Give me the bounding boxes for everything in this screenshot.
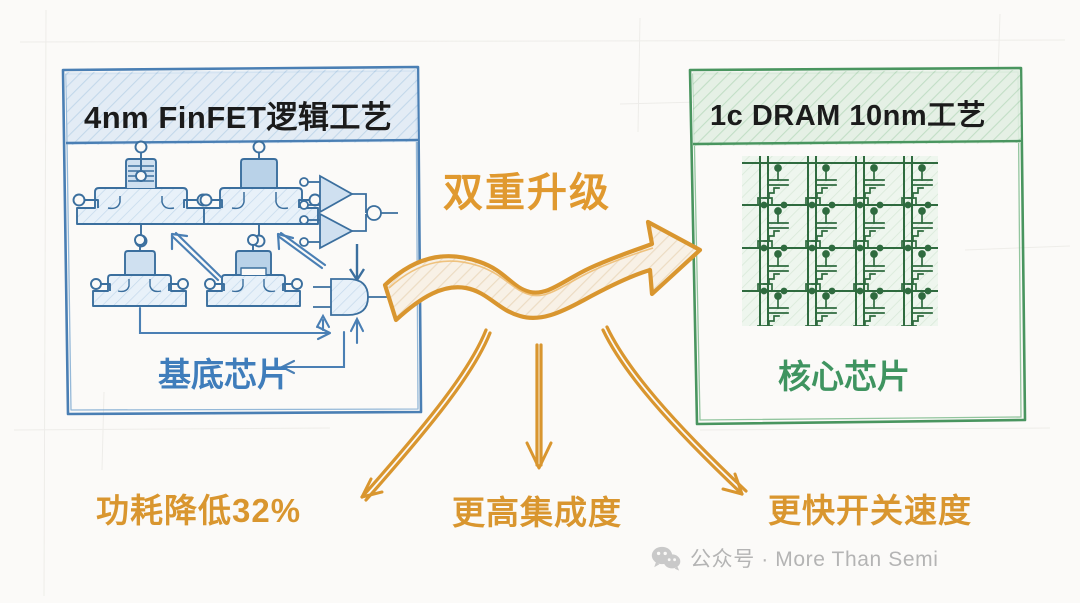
- wechat-icon: [651, 546, 681, 571]
- footer-watermark: 公众号 · More Than Semi: [651, 543, 939, 573]
- left-panel-title: 4nm FinFET逻辑工艺: [84, 100, 393, 135]
- buffer-gate-icon: [299, 212, 367, 250]
- benefit-label-speed: 更快开关速度: [768, 492, 972, 529]
- arrow-down-left-icon: [360, 328, 492, 502]
- left-panel-caption: 基底芯片: [158, 356, 290, 393]
- right-panel-frame: [688, 66, 1027, 426]
- internal-callout-arrows: [138, 231, 365, 375]
- footer-watermark-label: 公众号 · More Than Semi: [690, 548, 939, 571]
- logic-gate-group: [299, 174, 398, 316]
- left-panel-frame: [61, 65, 423, 416]
- buffer-gate-icon: [299, 174, 367, 214]
- right-panel-caption: 核心芯片: [778, 358, 910, 395]
- benefit-arrow-group: [360, 325, 748, 502]
- and-gate-icon: [313, 278, 390, 316]
- finfet-transistor-group: [72, 140, 322, 307]
- arrow-down-icon: [525, 343, 553, 470]
- arrow-down-right-icon: [601, 325, 748, 496]
- benefit-label-integration: 更高集成度: [452, 494, 622, 531]
- center-headline: 双重升级: [443, 171, 611, 215]
- dram-cell-array: [742, 156, 938, 326]
- right-panel-title: 1c DRAM 10nm工艺: [710, 100, 987, 132]
- benefit-label-power: 功耗降低32%: [96, 492, 302, 529]
- transistor-symbol: [90, 234, 189, 307]
- transistor-symbol: [204, 234, 303, 307]
- wavy-right-arrow-icon: [382, 219, 703, 323]
